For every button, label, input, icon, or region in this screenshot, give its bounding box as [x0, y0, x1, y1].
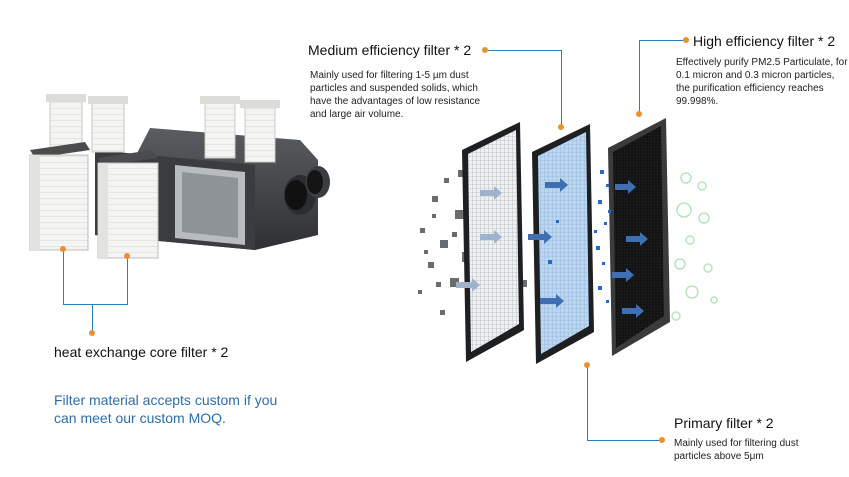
medium-leader-dot-top — [482, 47, 488, 53]
heat-exchange-core-filters — [29, 142, 159, 259]
core-filter-title: heat exchange core filter * 2 — [54, 344, 229, 360]
high-filter-desc: Effectively purify PM2.5 Particulate, fo… — [676, 57, 848, 107]
core-leader-v-right — [127, 256, 128, 304]
high-filter-title: High efficiency filter * 2 — [693, 33, 836, 49]
primary-filter-desc: Mainly used for filtering dust particles… — [674, 438, 799, 462]
back-filter-cartridges — [46, 94, 280, 163]
core-leader-dot-bottom — [89, 330, 95, 336]
core-leader-v-bottom — [92, 304, 93, 332]
primary-filter-panel — [462, 122, 524, 362]
medium-leader-v — [561, 50, 562, 126]
primary-filter-title: Primary filter * 2 — [674, 415, 774, 431]
high-leader-dot-top — [683, 37, 689, 43]
high-leader-h — [639, 40, 686, 41]
medium-filter-title: Medium efficiency filter * 2 — [308, 42, 472, 58]
primary-leader-dot-end — [659, 437, 665, 443]
fine-particles — [548, 170, 611, 303]
custom-note: Filter material accepts custom if you ca… — [54, 392, 278, 426]
core-leader-h — [63, 304, 128, 305]
medium-filter-panel — [532, 124, 594, 364]
clean-air-bubbles — [671, 172, 718, 321]
medium-leader-dot — [558, 124, 564, 130]
high-leader-v — [639, 40, 640, 114]
medium-leader-h — [488, 50, 561, 51]
core-leader-dot-left — [60, 246, 66, 252]
airflow-arrows — [456, 178, 648, 318]
primary-leader-dot — [584, 362, 590, 368]
high-leader-dot — [636, 111, 642, 117]
core-leader-dot-right — [124, 253, 130, 259]
core-leader-v-left — [63, 250, 64, 304]
medium-filter-desc: Mainly used for filtering 1-5 µm dust pa… — [310, 70, 481, 120]
primary-leader-v — [587, 366, 588, 440]
primary-leader-h — [587, 440, 661, 441]
